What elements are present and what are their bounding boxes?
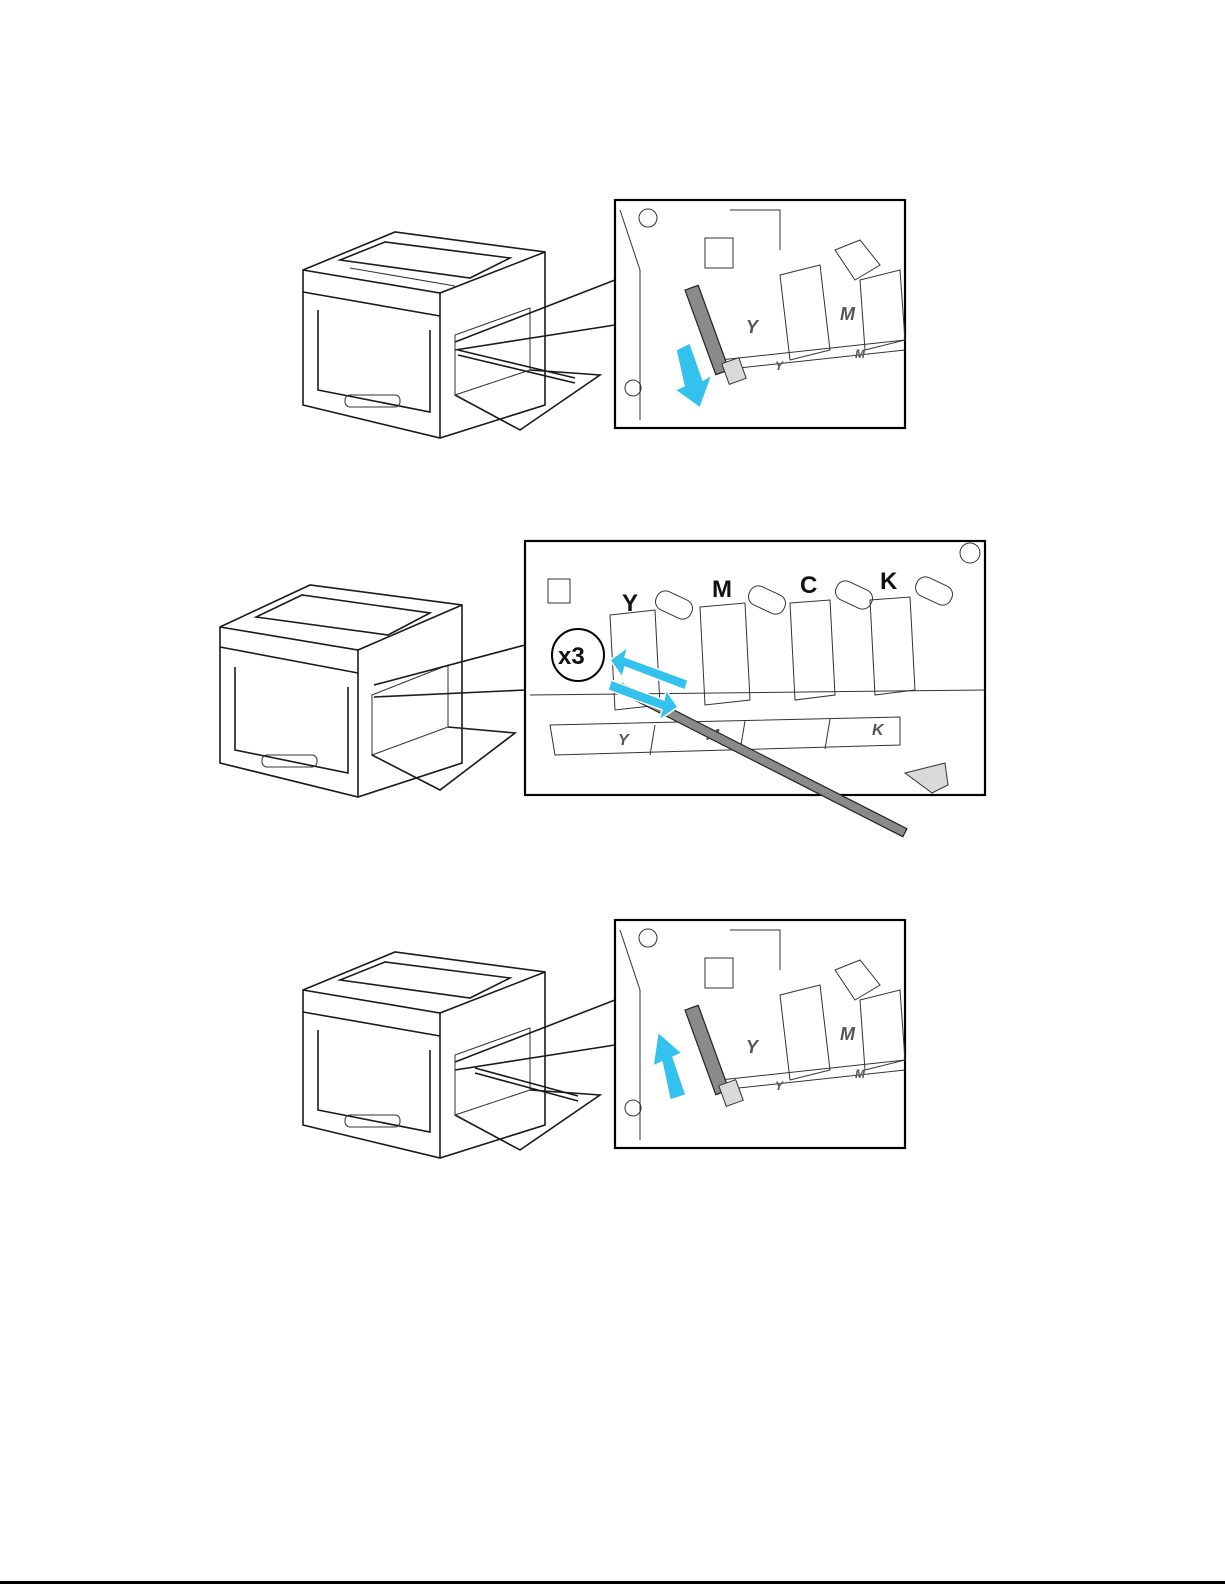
leader-line — [455, 1000, 615, 1062]
cartridge-label-y: Y — [622, 590, 638, 617]
leader-line — [455, 1045, 615, 1070]
figure-clean-printhead: Y M C K Y M K x3 — [0, 535, 1225, 810]
figure-reinsert-cleaning-rod: Y M Y M — [0, 910, 1225, 1170]
leader-line — [455, 280, 615, 342]
figure-3-illustration: Y M Y M — [0, 910, 1225, 1170]
footer-rule — [0, 1581, 1225, 1584]
detail-view: Y M Y M — [615, 920, 905, 1148]
leader-line — [374, 690, 525, 697]
detail-view: Y M Y M — [615, 200, 905, 428]
channel-label-m: M — [855, 1067, 866, 1081]
channel-label-y: Y — [618, 732, 630, 749]
figure-remove-cleaning-rod: Y M Y M — [0, 190, 1225, 450]
figure-1-illustration: Y M Y M — [0, 190, 1225, 450]
detail-view: Y M C K Y M K x3 — [525, 541, 985, 837]
cartridge-label-y: Y — [746, 1037, 760, 1057]
channel-label-m: M — [855, 347, 866, 361]
cartridge-label-m: M — [840, 304, 856, 324]
channel-label-y: Y — [775, 359, 784, 373]
leader-line — [374, 645, 525, 685]
leader-line — [455, 325, 615, 350]
cartridge-label-y: Y — [746, 317, 760, 337]
channel-label-k: K — [872, 722, 885, 739]
cartridge-label-m: M — [840, 1024, 856, 1044]
cartridge-label-m: M — [712, 576, 732, 603]
cartridge-label-c: C — [800, 572, 817, 599]
printer-drawing — [220, 585, 515, 797]
cartridge-label-k: K — [880, 568, 898, 595]
figure-2-illustration: Y M C K Y M K x3 — [0, 535, 1225, 810]
repeat-count: x3 — [558, 643, 585, 670]
channel-label-y: Y — [775, 1079, 784, 1093]
repeat-badge: x3 — [552, 629, 604, 681]
